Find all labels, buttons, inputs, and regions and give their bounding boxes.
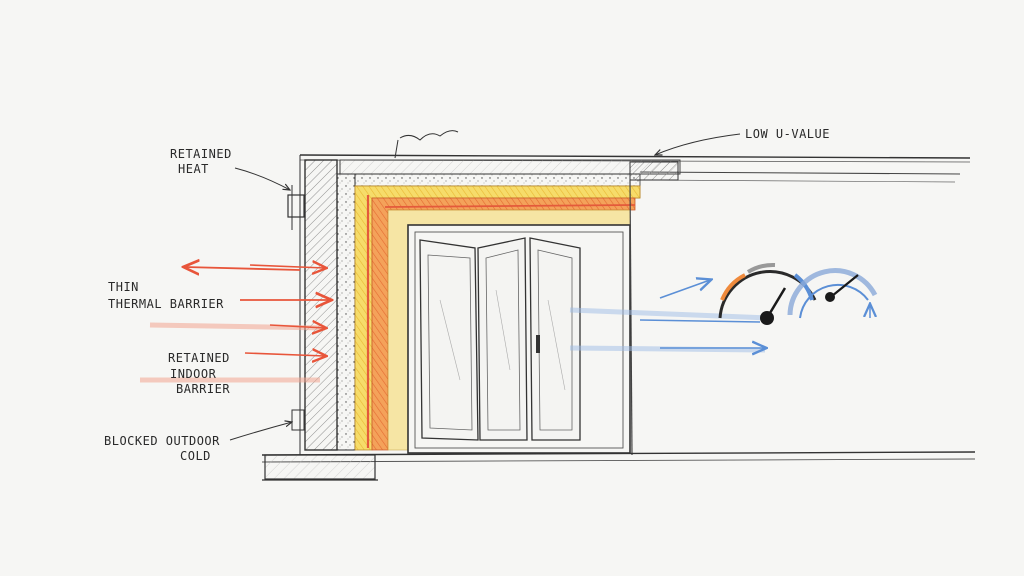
gauge-icon [787, 268, 878, 319]
cold-arrows [569, 280, 771, 350]
label-low-u-value: LOW U-VALUE [745, 127, 830, 141]
exterior-wall [287, 155, 338, 455]
label-thin-barrier-1: THIN [108, 280, 139, 294]
leader-lines [229, 130, 741, 441]
interior-wall [629, 179, 633, 456]
label-blocked-2: COLD [180, 449, 211, 463]
insulation-layers [354, 185, 641, 451]
folding-door [407, 224, 631, 454]
label-retained-heat-1: RETAINED [170, 147, 232, 161]
label-indoor-3: BARRIER [176, 382, 230, 396]
label-retained-heat-2: HEAT [178, 162, 209, 176]
label-thin-barrier-2: THERMAL BARRIER [108, 297, 224, 311]
label-indoor-2: INDOOR [170, 367, 217, 381]
concrete-layer [336, 173, 641, 451]
label-blocked-1: BLOCKED OUTDOOR [104, 434, 220, 448]
top-slab [299, 154, 971, 183]
floor-slab [261, 451, 976, 481]
labels: LOW U-VALUE RETAINED HEAT THIN THERMAL B… [104, 127, 830, 463]
heat-arrows [140, 265, 330, 383]
label-indoor-1: RETAINED [168, 351, 230, 365]
